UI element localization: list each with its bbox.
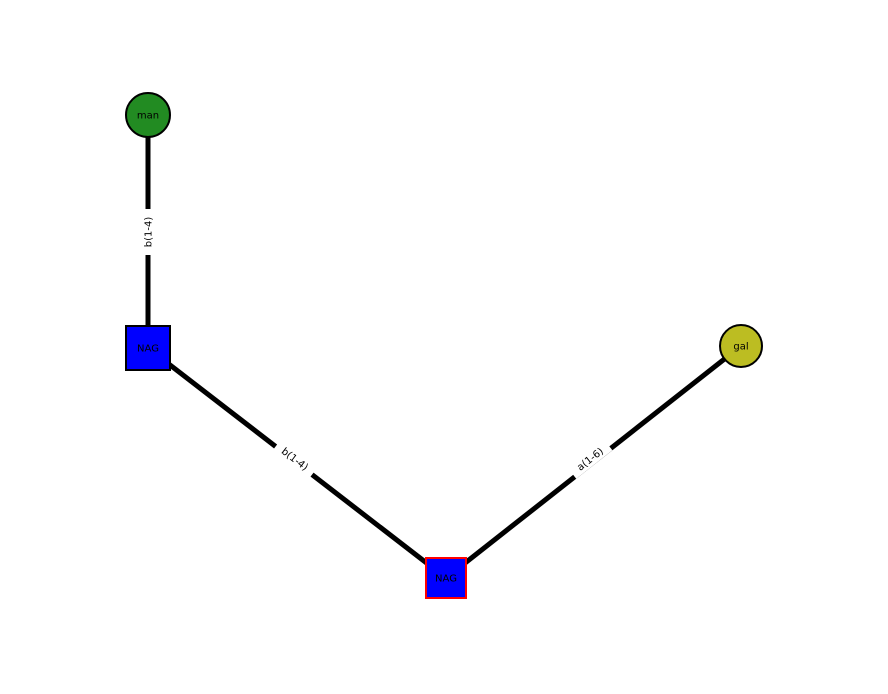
edge-label-bbox [140, 209, 155, 255]
node-gal-circle [719, 324, 763, 368]
node-nag2-square [425, 557, 467, 599]
node-label-man: man [137, 111, 159, 122]
edge-label-bbox [272, 438, 319, 479]
node-nag1-square [125, 325, 171, 371]
node-label-nag2: NAG [435, 574, 457, 585]
node-label-gal: gal [733, 342, 748, 353]
node-man-circle [125, 92, 171, 138]
edge-label-man-nag1: b(1-4) [144, 217, 155, 248]
edge-label-bbox [566, 438, 613, 479]
node-label-nag1: NAG [137, 344, 159, 355]
